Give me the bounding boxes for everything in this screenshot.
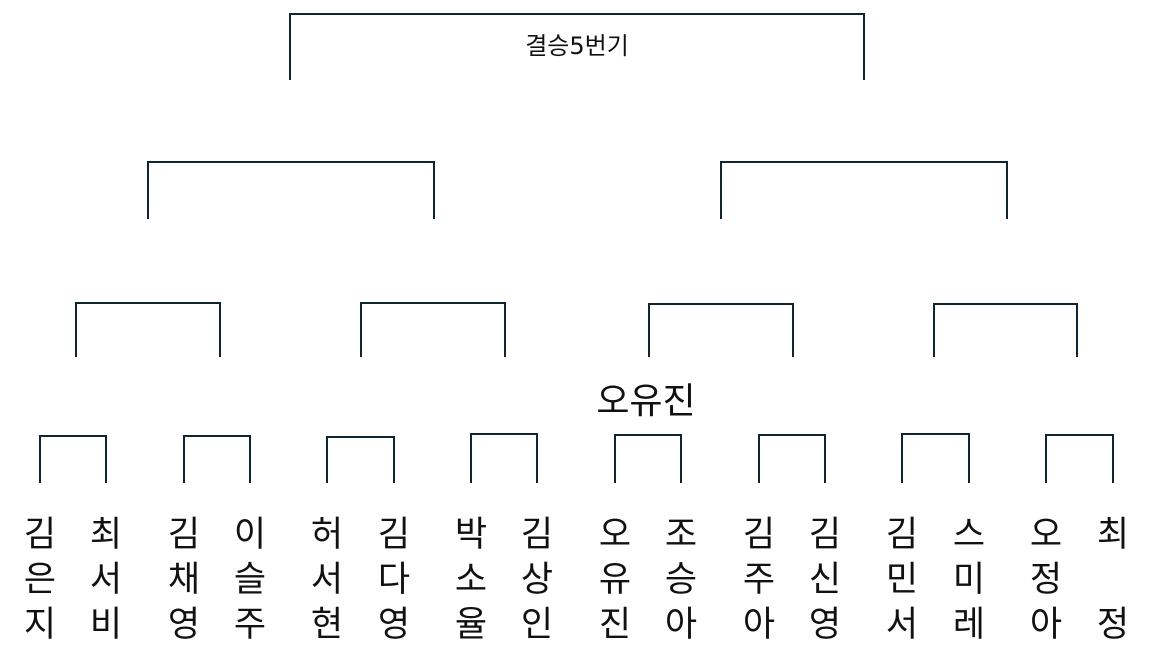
player-name: 허 서 현	[310, 515, 344, 645]
player-name: 김 주 아	[742, 515, 776, 645]
player-name: 김 채 영	[167, 515, 201, 645]
round16-bracket-4	[470, 433, 538, 483]
round16-bracket-2	[183, 435, 251, 483]
round16-bracket-8	[1045, 434, 1114, 483]
player-name: 최 서 비	[89, 515, 123, 645]
player-name: 김 은 지	[23, 515, 57, 645]
round16-bracket-5	[614, 434, 682, 483]
player-name: 오 정 아	[1029, 515, 1063, 645]
advanced-winner-label: 오유진	[596, 381, 696, 422]
player-name: 김 다 영	[377, 515, 411, 645]
player-name: 오 유 진	[598, 515, 632, 645]
semifinal-bracket-right	[720, 161, 1008, 219]
final-bracket	[289, 13, 865, 80]
round16-bracket-1	[39, 435, 107, 483]
quarterfinal-bracket-4	[933, 303, 1078, 357]
player-name: 이 슬 주	[233, 515, 267, 645]
player-name: 김 민 서	[885, 515, 919, 645]
player-name: 김 신 영	[808, 515, 842, 645]
player-name: 스 미 레	[952, 515, 986, 645]
round16-bracket-7	[901, 433, 970, 483]
player-name: 조 승 아	[664, 515, 698, 645]
player-name: 최 정	[1096, 515, 1130, 645]
semifinal-bracket-left	[147, 161, 435, 219]
player-name: 김 상 인	[520, 515, 554, 645]
round16-bracket-6	[758, 434, 826, 483]
player-name: 박 소 율	[454, 515, 488, 645]
round16-bracket-3	[326, 436, 395, 483]
final-title: 결승5번기	[525, 32, 629, 60]
quarterfinal-bracket-2	[360, 302, 506, 357]
quarterfinal-bracket-1	[75, 302, 221, 357]
quarterfinal-bracket-3	[648, 303, 794, 357]
